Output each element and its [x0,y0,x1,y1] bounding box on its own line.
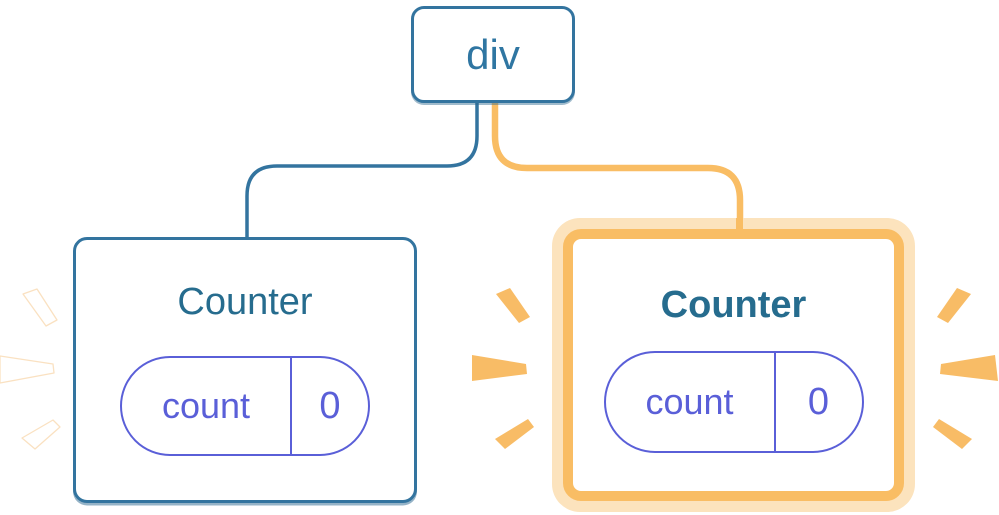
counter-card-left: Counter count 0 [73,237,417,503]
counter-card-right: Counter count 0 [552,218,915,512]
state-value-cell: 0 [292,358,368,454]
root-node-div: div [411,6,575,103]
connector-to-right-counter [491,100,744,222]
counter-title: Counter [177,281,313,323]
connector-through-border [736,218,743,231]
state-key-cell: count [122,358,292,454]
burst-marks-orange-right-icon [933,288,998,449]
state-key-label: count [161,385,251,426]
connector-to-left-counter [245,100,479,240]
state-pill: count 0 [120,356,370,456]
burst-marks-white-icon [0,288,61,450]
state-value-label: 0 [807,381,830,423]
state-key-cell: count [606,353,776,451]
state-pill: count 0 [603,351,864,453]
connector-highlight-casing [480,100,755,218]
burst-marks-orange-left-icon [472,288,534,449]
state-value-cell: 0 [776,353,862,451]
root-node-label: div [466,30,520,78]
state-key-label: count [645,381,734,422]
state-value-label: 0 [319,385,341,427]
counter-card-right-inner: Counter count 0 [563,229,904,501]
counter-title: Counter [660,284,807,326]
